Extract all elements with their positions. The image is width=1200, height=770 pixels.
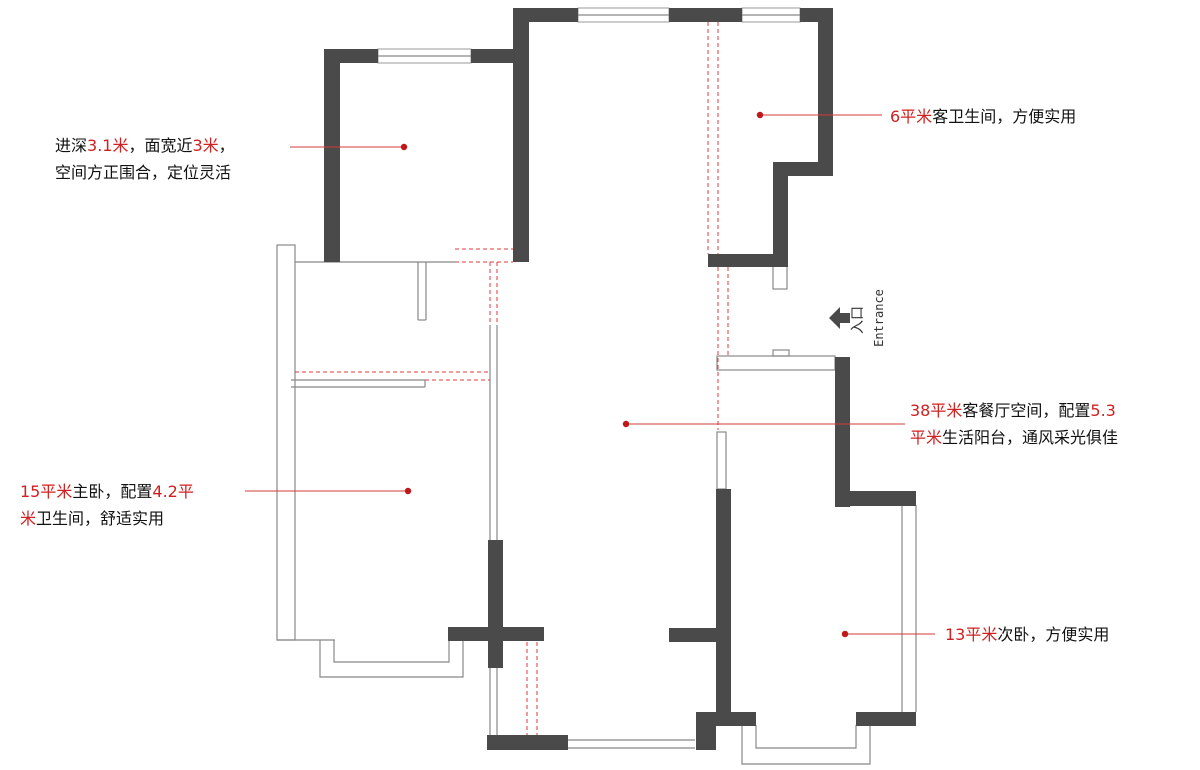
living-line-1: 38平米客餐厅空间，配置5.3 [910,401,1116,420]
second-bedroom-dot [841,630,849,638]
study-line-2: 空间方正围合，定位灵活 [55,163,232,182]
master-line-1: 15平米主卧，配置4.2平 [20,482,194,501]
study-annotation: 进深3.1米，面宽近3米， 空间方正围合，定位灵活 [55,132,235,186]
living-annotation: 38平米客餐厅空间，配置5.3 平米生活阳台，通风采光俱佳 [910,397,1118,451]
walls [324,8,916,750]
living-line-2: 平米生活阳台，通风采光俱佳 [910,428,1119,447]
guest-bath-dot [756,111,764,119]
dashed-openings [295,22,729,735]
entrance-label: 入口 Entrance [850,280,890,360]
arrow-left-icon [829,307,850,329]
entrance-cn: 入口 [850,306,866,334]
second-bedroom-annotation: 13平米次卧，方便实用 [945,625,1110,644]
study-dot [400,143,408,151]
master-annotation: 15平米主卧，配置4.2平 米卫生间，舒适实用 [20,478,194,532]
thin-outlines [276,244,917,765]
living-dot [622,420,630,428]
master-line-2: 米卫生间，舒适实用 [20,509,165,528]
master-dot [404,487,412,495]
guest-bath-annotation: 6平米客卫生间，方便实用 [890,107,1077,126]
entrance-en: Entrance [872,289,886,347]
leader-lines [245,111,935,638]
study-line-1: 进深3.1米，面宽近3米， [55,136,235,155]
